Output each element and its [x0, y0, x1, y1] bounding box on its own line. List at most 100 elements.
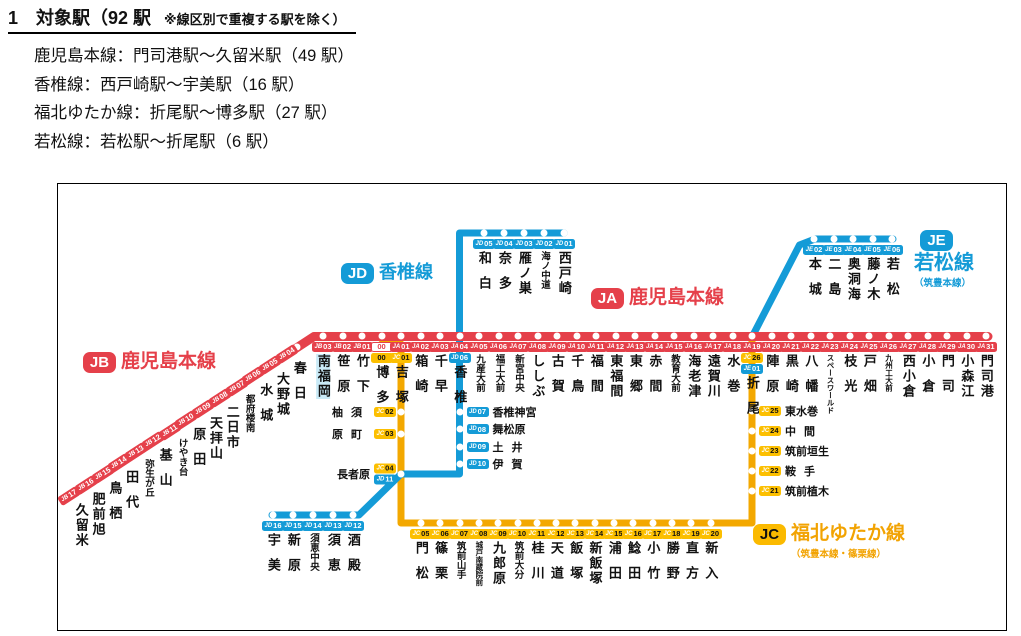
station-name: 中間 [785, 426, 823, 438]
line-label-ja: JA 鹿児島本線 [591, 287, 724, 309]
station-name: 香椎神宮 [492, 407, 537, 419]
station-dot [319, 332, 327, 340]
station-name: 鳥栖 [107, 481, 123, 532]
station-dot [963, 332, 970, 340]
jd-line-logo: JD [341, 263, 374, 284]
station-name: 福間 [588, 354, 604, 404]
station-name: 水城 [258, 382, 274, 433]
station-name: 酒殿 [345, 533, 361, 583]
station-name: 須恵中央 [307, 533, 319, 571]
station-dot [729, 332, 736, 340]
station-dot [534, 332, 541, 340]
line-label-jc: JC 福北ゆたか線 （筑豊本線・篠栗線） [753, 523, 905, 560]
station-name: 福工大前 [493, 354, 505, 392]
station-name: 九州工大前 [884, 354, 894, 392]
station-name: 都府楼南 [243, 393, 255, 432]
station-dot [904, 332, 912, 340]
station-dot [943, 332, 951, 340]
station-dot [849, 235, 857, 243]
je-line-subname: （筑豊本線） [914, 278, 972, 289]
station-dot [768, 332, 775, 340]
title-note: ※線区別で重複する駅を除く） [151, 12, 346, 27]
station-name: 古賀 [549, 354, 565, 404]
station-dot [610, 519, 618, 527]
station-name: 春日 [291, 361, 307, 411]
station-dot [629, 519, 637, 527]
station-dot [456, 460, 463, 468]
je-line-name: 若松線 [914, 252, 974, 274]
station-dot [329, 511, 337, 519]
station-dot [309, 511, 317, 519]
station-name: 新宮中央 [512, 354, 524, 392]
station-name: 陣原 [764, 354, 780, 404]
station-dot [888, 235, 896, 243]
station-dot [533, 519, 541, 527]
station-name: 海老津 [686, 354, 702, 399]
station-name: 小森江 [959, 354, 975, 399]
station-name: 東水巻 [785, 406, 818, 418]
station-name: 千早 [432, 354, 448, 404]
station-dot [573, 332, 580, 340]
station-dot [687, 519, 695, 527]
jd-line-name: 香椎線 [379, 262, 433, 282]
station-name: 西戸崎 [556, 251, 572, 296]
station-name: 九郎原 [491, 541, 507, 586]
station-dot [748, 447, 756, 455]
station-dot [651, 332, 658, 340]
station-name: 土井 [492, 441, 531, 454]
station-name: 新原 [285, 533, 301, 583]
station-dot [748, 487, 756, 495]
station-name: 折尾 [744, 376, 760, 426]
station-dot [456, 425, 463, 433]
station-dot [846, 332, 853, 340]
station-name: 篠栗 [433, 541, 449, 591]
station-name: けやき台 [176, 437, 188, 476]
station-name: 長者原 [337, 469, 370, 481]
station-dot [397, 408, 405, 416]
station-name: 戸畑 [861, 354, 877, 404]
summary-wakamatsu-line: 若松線：若松駅〜折尾駅（6 駅） [34, 132, 279, 151]
station-dot [810, 235, 818, 243]
station-name: 東郷 [627, 354, 643, 404]
station-dot [612, 332, 619, 340]
station-name: 門司 [939, 354, 955, 404]
station-name: 香椎 [452, 365, 468, 415]
